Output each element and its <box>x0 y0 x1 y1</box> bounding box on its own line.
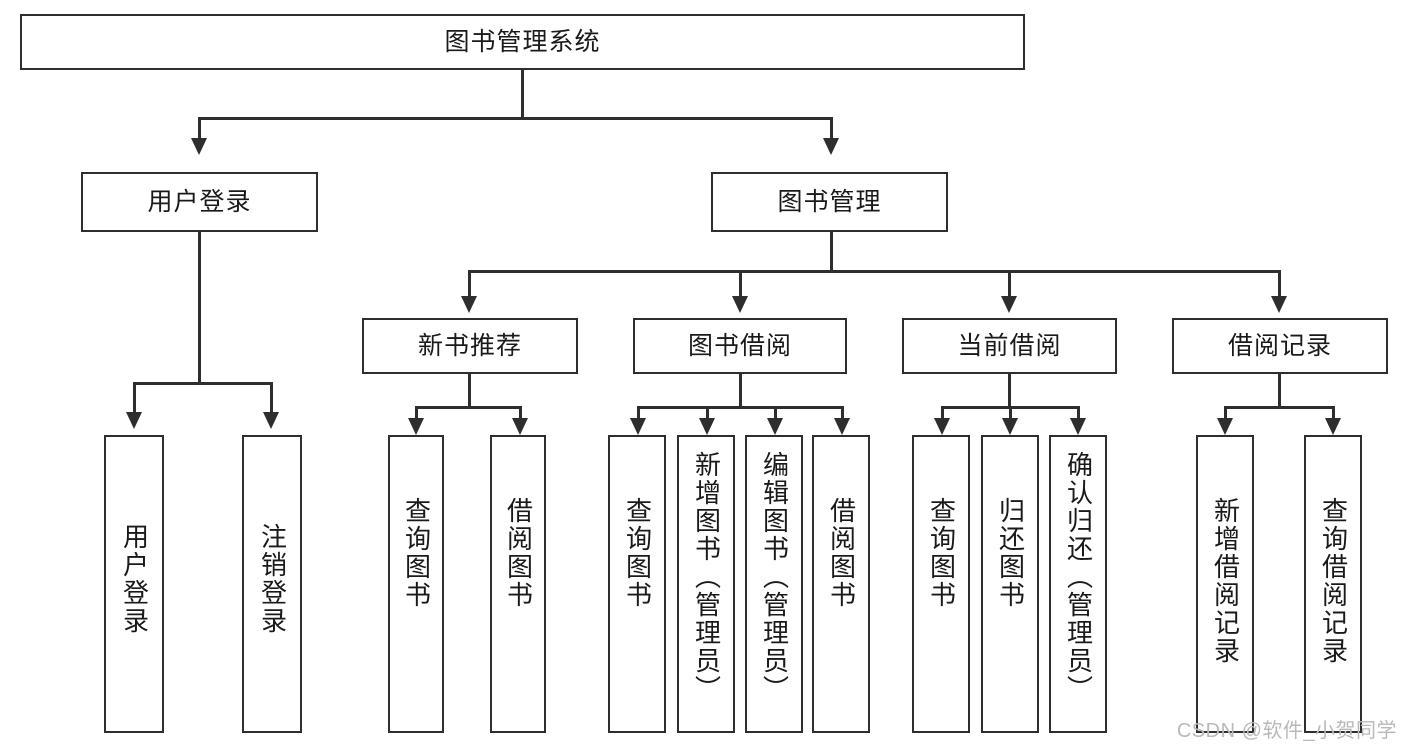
connector-new-book-recommend-stem <box>468 374 471 408</box>
connector-book-borrow-stem <box>739 374 742 408</box>
connector-drop-nbr-query-book <box>415 406 418 420</box>
leaf-label: 用户登录 <box>119 523 150 635</box>
node-label: 图书借阅 <box>687 331 792 360</box>
connector-bus-user-login-children <box>133 382 272 385</box>
leaf-bb-borrow-book[interactable]: 借阅图书 <box>812 435 870 733</box>
connector-drop-br-add-record <box>1224 406 1227 420</box>
connector-drop-bb-add-book <box>706 406 709 420</box>
connector-drop-new-book-recommend <box>468 270 471 298</box>
leaf-bb-query-book[interactable]: 查询图书 <box>608 435 666 733</box>
node-new-book-recommend[interactable]: 新书推荐 <box>362 318 578 374</box>
connector-bus-level2 <box>198 117 832 120</box>
node-borrow-record[interactable]: 借阅记录 <box>1172 318 1388 374</box>
connector-drop-cb-return-book <box>1009 406 1012 420</box>
arrow-cb-confirm-return <box>1070 418 1086 435</box>
leaf-label: 注销登录 <box>257 523 288 635</box>
leaf-label: 查询图书 <box>622 497 653 609</box>
connector-drop-borrow-record <box>1278 270 1281 298</box>
connector-current-borrow-stem <box>1008 374 1011 408</box>
node-label: 借阅记录 <box>1227 331 1332 360</box>
connector-root-stem <box>521 70 524 118</box>
leaf-cb-return-book[interactable]: 归还图书 <box>981 435 1039 733</box>
arrow-current-borrow <box>1001 296 1017 313</box>
arrow-bb-add-book <box>699 418 715 435</box>
node-label: 新书推荐 <box>417 331 522 360</box>
connector-drop-leaf-user-login <box>133 382 136 414</box>
leaf-label: 归还图书 <box>995 497 1026 609</box>
arrow-bb-query-book <box>630 418 646 435</box>
leaf-nbr-query-book[interactable]: 查询图书 <box>388 435 444 733</box>
arrow-cb-query-book <box>934 418 950 435</box>
leaf-bb-add-book-admin[interactable]: 新增图书（管理员） <box>677 435 735 733</box>
connector-bus-new-book-recommend <box>415 406 521 409</box>
node-user-login[interactable]: 用户登录 <box>81 172 318 232</box>
connector-drop-bb-query-book <box>637 406 640 420</box>
leaf-label: 查询借阅记录 <box>1318 497 1349 665</box>
arrow-book-management <box>823 138 839 155</box>
connector-drop-cb-confirm-return <box>1077 406 1080 420</box>
connector-user-login-stem <box>198 232 201 384</box>
leaf-bb-edit-book-admin[interactable]: 编辑图书（管理员） <box>745 435 803 733</box>
leaf-label: 新增借阅记录 <box>1210 497 1241 665</box>
connector-bus-book-borrow <box>637 406 842 409</box>
connector-drop-leaf-logout <box>270 382 273 414</box>
connector-drop-cb-query-book <box>941 406 944 420</box>
connector-drop-br-query-record <box>1332 406 1335 420</box>
leaf-label: 借阅图书 <box>503 497 534 609</box>
connector-borrow-record-stem <box>1278 374 1281 408</box>
connector-drop-nbr-borrow-book <box>519 406 522 420</box>
connector-drop-user-login <box>198 117 201 140</box>
connector-drop-book-borrow <box>739 270 742 298</box>
leaf-label: 查询图书 <box>401 497 432 609</box>
node-label: 用户登录 <box>147 187 252 216</box>
arrow-new-book-recommend <box>461 296 477 313</box>
node-current-borrow[interactable]: 当前借阅 <box>902 318 1117 374</box>
connector-drop-book-management <box>830 117 833 140</box>
leaf-nbr-borrow-book[interactable]: 借阅图书 <box>490 435 546 733</box>
leaf-label: 确认归还（管理员） <box>1063 451 1094 703</box>
leaf-logout[interactable]: 注销登录 <box>242 435 302 733</box>
connector-drop-bb-borrow-book <box>841 406 844 420</box>
arrow-leaf-logout <box>263 412 279 429</box>
connector-bus-borrow-record <box>1224 406 1334 409</box>
leaf-br-query-record[interactable]: 查询借阅记录 <box>1304 435 1362 733</box>
arrow-bb-edit-book <box>767 418 783 435</box>
node-root-book-management-system[interactable]: 图书管理系统 <box>20 14 1025 70</box>
arrow-br-add-record <box>1217 418 1233 435</box>
arrow-nbr-query-book <box>408 418 424 435</box>
arrow-nbr-borrow-book <box>512 418 528 435</box>
arrow-borrow-record <box>1271 296 1287 313</box>
connector-bus-level3 <box>468 270 1280 273</box>
leaf-label: 新增图书（管理员） <box>691 451 722 703</box>
node-book-management[interactable]: 图书管理 <box>711 172 948 232</box>
arrow-bb-borrow-book <box>834 418 850 435</box>
connector-drop-current-borrow <box>1008 270 1011 298</box>
leaf-label: 编辑图书（管理员） <box>759 451 790 703</box>
arrow-cb-return-book <box>1002 418 1018 435</box>
node-label: 图书管理系统 <box>444 27 601 56</box>
csdn-watermark: CSDN @软件_小贺同学 <box>1176 720 1397 742</box>
arrow-user-login <box>191 138 207 155</box>
arrow-book-borrow <box>732 296 748 313</box>
connector-book-management-stem <box>830 232 833 272</box>
leaf-cb-confirm-return-admin[interactable]: 确认归还（管理员） <box>1049 435 1107 733</box>
leaf-user-login[interactable]: 用户登录 <box>104 435 164 733</box>
leaf-label: 借阅图书 <box>826 497 857 609</box>
leaf-cb-query-book[interactable]: 查询图书 <box>912 435 970 733</box>
arrow-br-query-record <box>1325 418 1341 435</box>
connector-drop-bb-edit-book <box>774 406 777 420</box>
node-label: 当前借阅 <box>957 331 1062 360</box>
leaf-br-add-record[interactable]: 新增借阅记录 <box>1196 435 1254 733</box>
node-label: 图书管理 <box>777 187 882 216</box>
node-book-borrow[interactable]: 图书借阅 <box>633 318 847 374</box>
leaf-label: 查询图书 <box>926 497 957 609</box>
arrow-leaf-user-login <box>126 412 142 429</box>
